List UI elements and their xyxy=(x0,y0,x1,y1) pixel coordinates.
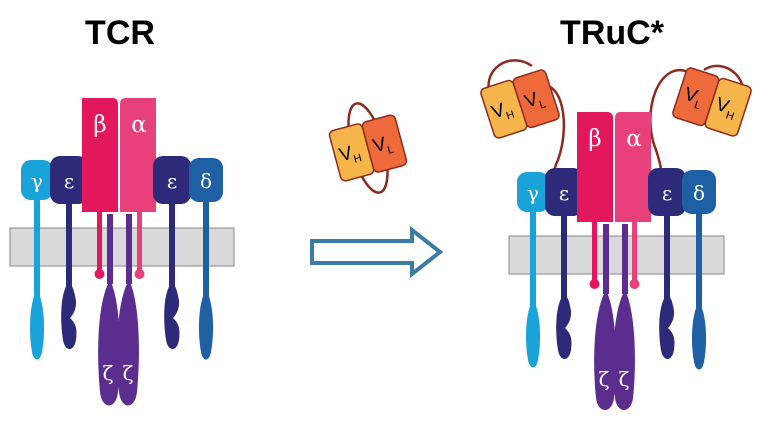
cd3-zeta-chain-left-2: ζ xyxy=(117,214,139,406)
transformation-arrow xyxy=(310,225,444,279)
scfv-left: VH VL xyxy=(480,69,560,139)
zeta-label-right-1: ζ xyxy=(599,367,610,391)
truc-complex: VH VL VL VH γ ε xyxy=(480,59,752,410)
vl-domain-middle xyxy=(361,114,408,173)
vh-domain-right xyxy=(704,77,752,137)
tcr-alpha-chain-right: α xyxy=(615,112,651,289)
delta-label-left: δ xyxy=(200,169,212,193)
vh-label-middle: VH xyxy=(337,141,363,170)
cd3-epsilon-chain-left-1: ε xyxy=(50,156,88,349)
cd3-zeta-chain-left-1: ζ xyxy=(98,214,120,406)
vl-domain-left xyxy=(512,69,560,129)
tcr-title: TCR xyxy=(85,14,155,52)
vl-label-middle: VL xyxy=(371,132,395,160)
zeta-label-left-1: ζ xyxy=(103,361,114,385)
beta-label-left: β xyxy=(93,112,106,138)
scfv-middle: VH VL xyxy=(328,102,408,194)
epsilon-label-right-2: ε xyxy=(662,181,672,205)
gamma-label-right: γ xyxy=(527,181,539,205)
vh-label-right: VH xyxy=(712,94,739,123)
cd3-zeta-chain-right-1: ζ xyxy=(594,224,616,410)
tcr-alpha-chain-left: α xyxy=(120,98,156,279)
truc-title: TRuC* xyxy=(560,14,665,52)
alpha-label-left: α xyxy=(131,112,147,138)
cd3-zeta-chain-right-2: ζ xyxy=(613,224,635,410)
zeta-label-right-2: ζ xyxy=(619,367,630,391)
cd3-epsilon-chain-left-2: ε xyxy=(153,156,191,349)
vl-label-right: VL xyxy=(681,84,706,113)
beta-label-right: β xyxy=(588,126,601,152)
tcr-beta-chain-right: β xyxy=(577,112,613,289)
tcr-complex: γ ε β α ζ xyxy=(9,98,235,406)
cd3-gamma-chain-right: γ xyxy=(517,172,549,368)
gamma-label-left: γ xyxy=(31,169,43,193)
tcr-beta-chain-left: β xyxy=(82,98,118,279)
epsilon-label-left-2: ε xyxy=(167,169,177,193)
alpha-label-right: α xyxy=(626,126,642,152)
cd3-epsilon-chain-right-1: ε xyxy=(545,168,583,359)
delta-label-right: δ xyxy=(693,181,705,205)
cd3-epsilon-chain-right-2: ε xyxy=(648,168,686,359)
membrane-left xyxy=(9,227,235,267)
cd3-gamma-chain-left: γ xyxy=(21,160,53,360)
cd3-delta-chain-left: δ xyxy=(189,158,223,360)
epsilon-label-left-1: ε xyxy=(64,169,74,193)
scfv-right: VL VH xyxy=(672,67,752,137)
cd3-delta-chain-right: δ xyxy=(682,170,716,370)
zeta-label-left-2: ζ xyxy=(123,361,134,385)
epsilon-label-right-1: ε xyxy=(559,181,569,205)
membrane-right xyxy=(508,235,725,275)
